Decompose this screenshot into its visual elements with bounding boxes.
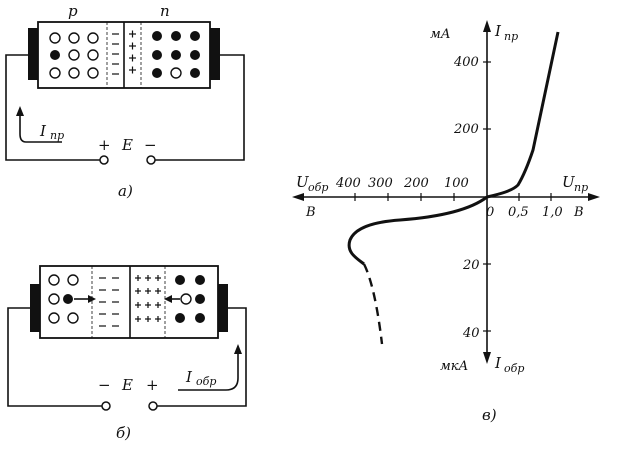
unit-v-left: В <box>305 205 316 220</box>
holes-p-region <box>49 32 99 79</box>
forward-voltage-axis-subscript: пр <box>574 181 588 194</box>
terminal-minus-b <box>101 401 111 411</box>
tick-400-ma: 400 <box>453 55 479 70</box>
reverse-current-arrowhead <box>234 344 242 354</box>
terminal-minus-a <box>146 155 156 165</box>
caption-c: в) <box>482 406 497 424</box>
reverse-current-symbol-b: I <box>185 368 193 386</box>
minus-sign-b: − <box>98 376 111 394</box>
current-axis-arrow-down <box>483 352 491 364</box>
p-region-label: p <box>68 2 78 20</box>
origin-label: 0 <box>486 205 494 220</box>
reverse-voltage-axis-symbol: U <box>296 173 310 191</box>
plus-sign-a: + <box>98 136 111 154</box>
tick-300-v: 300 <box>368 176 393 191</box>
reverse-current-axis-subscript: обр <box>504 362 524 375</box>
tick-20-mka: 20 <box>462 258 480 273</box>
forward-current-axis-symbol: I <box>494 22 502 40</box>
left-electrode-b <box>30 284 40 332</box>
hole-in-n-region-b <box>180 293 192 305</box>
breakdown-dashed-curve <box>362 263 384 345</box>
emf-label-b: E <box>121 376 133 394</box>
reverse-current-arrow <box>178 352 239 391</box>
positive-ions-b <box>135 275 161 322</box>
panel-b-reverse-bias: − E + I обр б) <box>7 265 247 442</box>
circuit-wire-left-a <box>5 54 100 161</box>
voltage-axis-arrow-right <box>588 193 600 201</box>
electron-drift-arrowhead-b <box>88 295 96 303</box>
right-electrode <box>210 28 220 80</box>
hole-drift-arrowhead-b <box>164 295 172 303</box>
voltage-axis-arrow-left <box>292 193 304 201</box>
electrons-n-region-b <box>175 275 205 323</box>
hole-in-n-region <box>170 67 182 79</box>
electron-in-p-region <box>50 50 60 60</box>
tick-40-mka: 40 <box>462 326 480 341</box>
circuit-wire-right-b <box>157 307 247 407</box>
tick-200-v: 200 <box>403 176 429 191</box>
caption-b: б) <box>116 424 131 442</box>
panel-a-forward-bias: p n <box>5 2 245 200</box>
unit-v-right: В <box>573 205 584 220</box>
minus-sign-a: − <box>144 136 157 154</box>
reverse-voltage-axis-subscript: обр <box>308 181 328 194</box>
n-region-label: n <box>160 2 170 20</box>
panel-c-iv-characteristic: 400 200 20 40 400 300 200 100 0,5 1,0 0 … <box>292 20 600 424</box>
holes-p-region-b <box>48 274 79 324</box>
current-axis-arrow-up <box>483 20 491 32</box>
negative-ions-a <box>112 33 119 75</box>
terminal-plus-b <box>148 401 158 411</box>
circuit-wire-left-b <box>7 307 102 407</box>
emf-label-a: E <box>121 136 133 154</box>
plus-sign-b: + <box>146 376 159 394</box>
forward-current-arrow <box>19 112 62 143</box>
forward-branch-curve <box>486 31 560 199</box>
reverse-current-axis-symbol: I <box>494 354 502 372</box>
terminal-plus-a <box>99 155 109 165</box>
reverse-current-subscript-b: обр <box>196 375 216 388</box>
negative-ions-b <box>99 277 119 327</box>
right-electrode-b <box>218 284 228 332</box>
electron-in-p-region-b <box>63 294 73 304</box>
tick-marks <box>354 61 552 332</box>
tick-200-ma: 200 <box>453 122 479 137</box>
forward-current-arrowhead <box>16 106 24 116</box>
forward-voltage-axis-symbol: U <box>562 173 576 191</box>
reverse-branch-curve <box>347 195 488 266</box>
positive-ions-a <box>129 30 136 74</box>
forward-current-symbol-a: I <box>39 122 47 140</box>
unit-ma-label: мА <box>430 27 451 42</box>
tick-1-0-v: 1,0 <box>542 205 563 220</box>
electrons-n-region <box>152 31 200 78</box>
unit-mka-label: мкА <box>440 359 468 374</box>
forward-current-axis-subscript: пр <box>504 30 518 43</box>
tick-400-v: 400 <box>335 176 361 191</box>
tick-100-v: 100 <box>444 176 469 191</box>
caption-a: а) <box>118 182 133 200</box>
left-electrode <box>28 28 38 80</box>
tick-0-5-v: 0,5 <box>508 205 529 220</box>
circuit-wire-right-a <box>155 54 245 161</box>
forward-current-subscript-a: пр <box>50 129 64 142</box>
